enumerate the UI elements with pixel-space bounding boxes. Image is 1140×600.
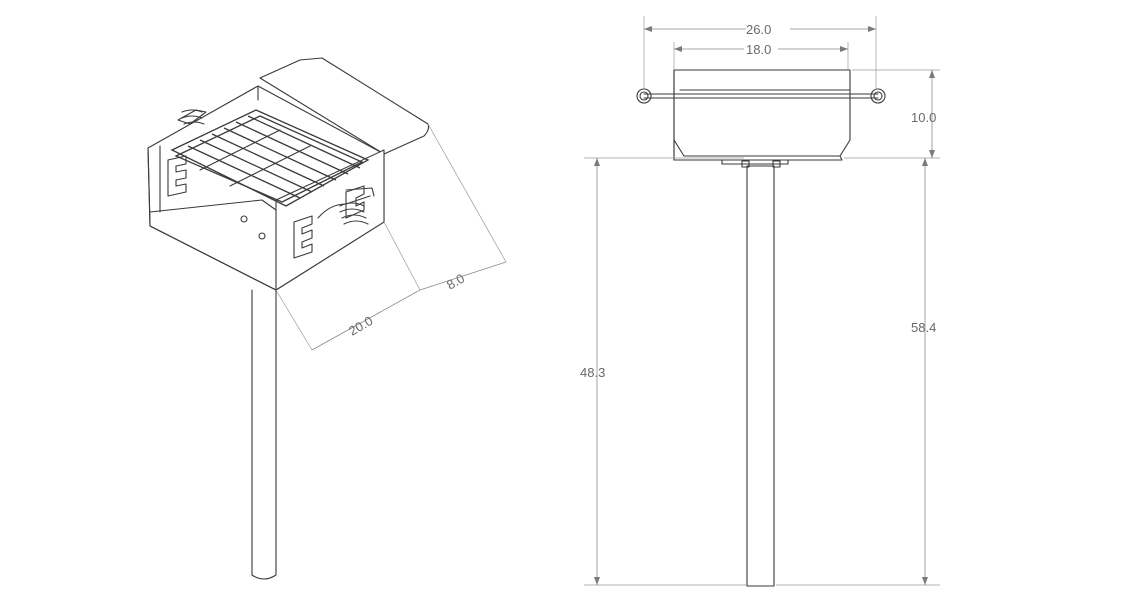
front-dimension-overall-height: 58.4 bbox=[776, 158, 940, 586]
inner-width-label: 18.0 bbox=[746, 42, 771, 57]
front-post bbox=[746, 165, 775, 587]
front-bolts bbox=[741, 160, 781, 168]
isometric-view: 20.0 8.0 bbox=[147, 57, 507, 580]
post-height-label: 48.3 bbox=[580, 365, 605, 380]
overall-width-label: 26.0 bbox=[746, 22, 771, 37]
front-dimension-overall-width: 26.0 bbox=[643, 16, 877, 90]
iso-post bbox=[251, 289, 277, 580]
front-dimension-box-height: 10.0 bbox=[844, 69, 940, 159]
iso-grate bbox=[170, 109, 370, 207]
iso-depth-label: 8.0 bbox=[444, 271, 467, 293]
iso-dimension-depth: 8.0 bbox=[419, 123, 507, 293]
iso-adjustment-slots bbox=[167, 155, 365, 259]
front-firebox bbox=[673, 69, 851, 165]
front-dimension-post-height: 48.3 bbox=[580, 157, 746, 586]
front-view: 26.0 18.0 10.0 58.4 bbox=[580, 16, 940, 587]
box-height-label: 10.0 bbox=[911, 110, 936, 125]
iso-shelf bbox=[259, 57, 430, 155]
iso-bolts bbox=[240, 215, 266, 240]
overall-height-label: 58.4 bbox=[911, 320, 936, 335]
iso-handle-springs bbox=[177, 109, 375, 225]
front-dimension-inner-width: 18.0 bbox=[673, 42, 849, 70]
